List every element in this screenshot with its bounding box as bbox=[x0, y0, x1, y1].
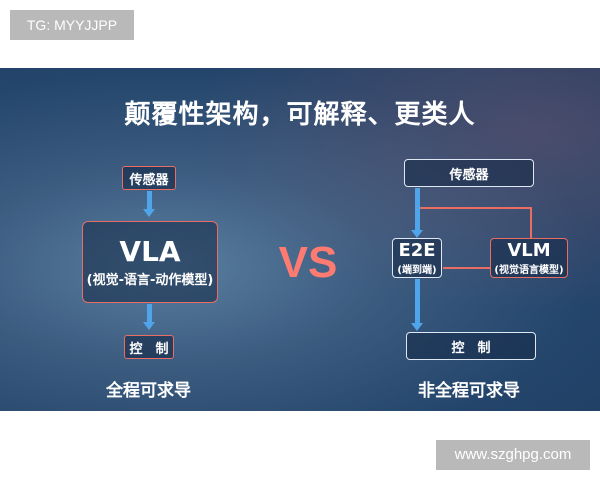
e2e-box: E2E (端到端) bbox=[392, 238, 442, 278]
tg-watermark: TG: MYYJJPP bbox=[10, 10, 134, 40]
site-watermark: www.szghpg.com bbox=[436, 440, 590, 470]
headline: 颠覆性架构，可解释、更类人 bbox=[124, 100, 476, 130]
e2e-label: E2E bbox=[398, 239, 436, 261]
left-control-label: 控 制 bbox=[129, 341, 169, 357]
left-arrow-top bbox=[147, 191, 152, 213]
vlm-to-e2e-link bbox=[443, 267, 491, 269]
right-sensor-box: 传感器 bbox=[404, 159, 534, 187]
right-arrow-sensor-e2e-head bbox=[411, 230, 423, 238]
vla-label: VLA bbox=[119, 234, 181, 268]
vs-label: VS bbox=[278, 238, 338, 287]
right-red-vertical bbox=[530, 207, 532, 238]
left-caption: 全程可求导 bbox=[106, 381, 191, 401]
vlm-box: VLM (视觉语言模型) bbox=[490, 238, 568, 278]
left-arrow-top-head bbox=[143, 209, 155, 217]
right-control-label: 控 制 bbox=[451, 340, 491, 356]
right-red-horizontal bbox=[420, 207, 532, 209]
vla-sublabel: (视觉-语言-动作模型) bbox=[86, 272, 214, 288]
left-sensor-label: 传感器 bbox=[129, 172, 169, 188]
right-arrow-e2e-control bbox=[415, 279, 420, 325]
e2e-sublabel: (端到端) bbox=[397, 264, 437, 276]
vlm-label: VLM bbox=[507, 239, 551, 261]
right-caption: 非全程可求导 bbox=[418, 381, 520, 401]
vla-box: VLA (视觉-语言-动作模型) bbox=[82, 221, 218, 303]
left-control-box: 控 制 bbox=[124, 335, 174, 359]
right-arrow-sensor-e2e bbox=[415, 188, 420, 232]
left-arrow-bottom-head bbox=[143, 322, 155, 330]
right-control-box: 控 制 bbox=[406, 332, 536, 360]
left-arrow-bottom bbox=[147, 304, 152, 326]
vlm-sublabel: (视觉语言模型) bbox=[494, 264, 564, 276]
right-sensor-label: 传感器 bbox=[449, 167, 489, 183]
left-sensor-box: 传感器 bbox=[122, 166, 176, 190]
architecture-banner: 颠覆性架构，可解释、更类人 传感器 VLA (视觉-语言-动作模型) 控 制 全… bbox=[0, 68, 600, 411]
right-arrow-e2e-control-head bbox=[411, 323, 423, 331]
